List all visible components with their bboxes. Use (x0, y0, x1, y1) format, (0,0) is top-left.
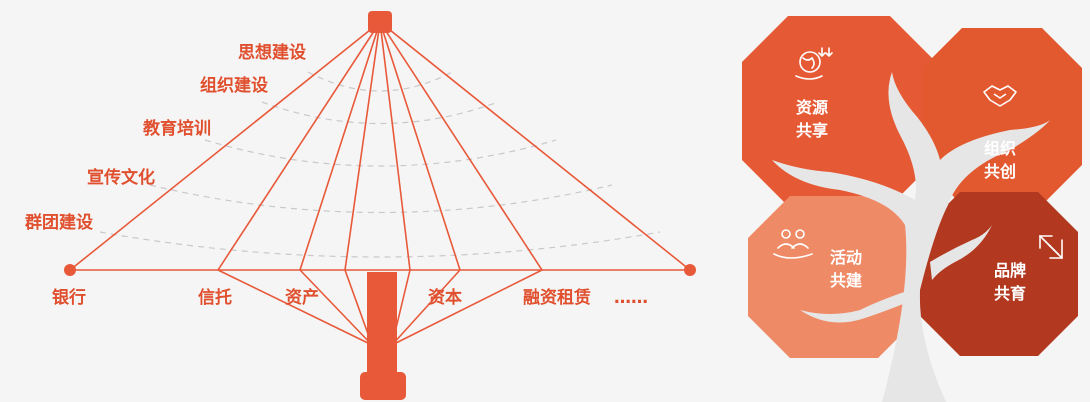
ring-arc-2 (261, 101, 499, 125)
ring-arc-4 (149, 184, 613, 214)
tree-trunk (772, 72, 1050, 402)
base-label-leasing: 融资租赁 (523, 287, 591, 308)
handshake-icon (983, 85, 1017, 107)
people-hand-icon (773, 229, 813, 259)
base-label-trust: 信托 (198, 287, 232, 308)
base-label-bank: 银行 (52, 287, 86, 308)
tile-org-line2: 共创 (984, 162, 1016, 181)
umbrella-handle (360, 372, 406, 400)
tile-brand-line2: 共育 (994, 284, 1026, 303)
tile-resource-line1: 资源 (796, 98, 828, 117)
ring-arc-3 (204, 139, 557, 167)
tile-brand (920, 192, 1078, 356)
base-label-etc: …… (614, 288, 648, 308)
ring-label-4: 宣传文化 (87, 167, 155, 188)
tile-activity-line1: 活动 (830, 248, 862, 267)
base-label-capital: 资本 (428, 287, 462, 308)
umbrella-pole (367, 272, 397, 382)
tile-resource (742, 16, 936, 206)
ring-labels: 思想建设 组织建设 教育培训 宣传文化 群团建设 (25, 42, 306, 233)
tile-activity-line2: 共建 (830, 271, 862, 290)
ring-label-5: 群团建设 (25, 212, 93, 233)
base-labels: 银行 信托 资产 资本 融资租赁 …… (52, 287, 648, 308)
tile-brand-line1: 品牌 (994, 261, 1026, 280)
ring-arc-1 (307, 71, 453, 92)
umbrella-ribs (69, 21, 691, 346)
ring-label-3: 教育培训 (142, 118, 211, 139)
ring-label-2: 组织建设 (200, 75, 268, 96)
exchange-arrows-icon (1039, 235, 1063, 259)
tree-diagram: 资源 共享 组织 共创 活动 共建 品牌 共育 (742, 16, 1082, 402)
tile-activity (748, 196, 920, 358)
umbrella-right-tip (684, 264, 696, 276)
tile-org-line1: 组织 (984, 139, 1016, 158)
globe-hand-icon (795, 47, 833, 80)
umbrella-diagram: 思想建设 组织建设 教育培训 宣传文化 群团建设 银行 信托 资产 资本 融资租… (25, 11, 696, 400)
umbrella-left-tip (64, 264, 76, 276)
ring-arc-5 (99, 231, 661, 258)
ring-label-1: 思想建设 (238, 42, 306, 63)
base-label-assets: 资产 (285, 287, 319, 308)
tile-resource-line2: 共享 (796, 121, 828, 140)
umbrella-ring-arcs (99, 71, 661, 258)
